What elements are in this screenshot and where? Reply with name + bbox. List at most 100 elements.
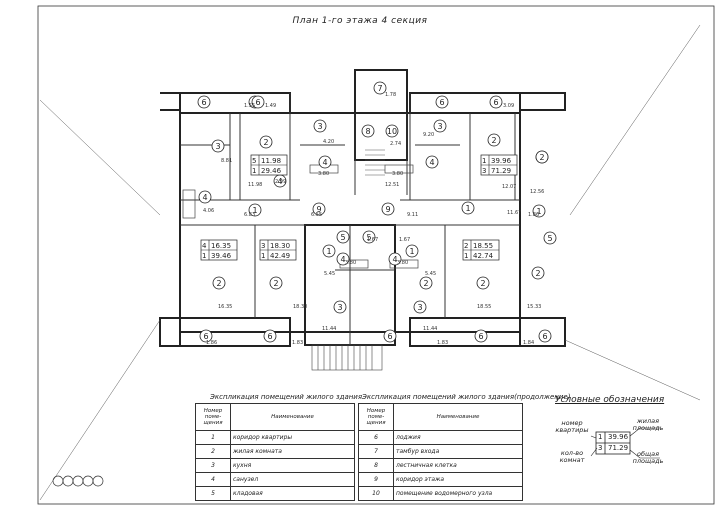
room-area-label: 9.20	[423, 132, 434, 138]
room-marker	[318, 155, 332, 169]
fixtures	[182, 164, 419, 269]
room-number: 1	[409, 247, 414, 256]
room-area-label: 1.83	[437, 340, 448, 346]
room-number: 2	[216, 279, 221, 288]
apartment-count: 1	[202, 252, 206, 260]
room-marker	[489, 95, 503, 109]
room-area-label: 3.80	[397, 260, 408, 266]
room-area-label: 1.55	[244, 103, 255, 109]
room-number: 8	[365, 127, 370, 136]
room-number: 6	[478, 332, 483, 341]
room-marker	[313, 119, 327, 133]
room-area-label: 18.55	[477, 304, 491, 310]
legend-apartment-number-label: номер квартиры	[555, 419, 589, 434]
room-area-label: 11.67	[507, 210, 521, 216]
room-number: 2	[480, 279, 485, 288]
room-marker	[425, 155, 439, 169]
room-marker	[419, 276, 433, 290]
room-area-label: 11.44	[322, 326, 336, 332]
guide-line	[39, 99, 161, 216]
room-number: 6	[387, 332, 392, 341]
col-header-num: Номер поме- щения	[358, 403, 394, 431]
room-number: 1	[326, 247, 331, 256]
room-marker	[435, 95, 449, 109]
room-area-label: 15.33	[527, 304, 541, 310]
apartment-count: 1	[261, 252, 265, 260]
room-marker	[212, 276, 226, 290]
room-marker	[259, 135, 273, 149]
room-number: 9	[385, 205, 390, 214]
stamp	[52, 475, 104, 487]
room-area-label: 11.98	[248, 182, 262, 188]
room-marker	[199, 329, 213, 343]
room-area-label: 9.11	[407, 212, 418, 218]
staircase	[365, 149, 385, 176]
guide-line	[564, 339, 701, 401]
room-marker	[336, 230, 350, 244]
room-area-label: 2.99	[275, 179, 286, 185]
apartment-live: 18.30	[270, 242, 290, 250]
room-number: 2	[491, 136, 496, 145]
room-number: 2	[273, 279, 278, 288]
room-number: 1	[252, 206, 257, 215]
apartment-live: 11.98	[261, 157, 281, 165]
room-area-label: 1.67	[367, 237, 378, 243]
room-area-label: 12.56	[530, 189, 544, 195]
apartment-total: 71.29	[491, 167, 511, 175]
room-marker	[476, 276, 490, 290]
room-marker	[487, 133, 501, 147]
room-number: 6	[201, 98, 206, 107]
room-area-label: 18.30	[293, 304, 307, 310]
room-marker	[263, 329, 277, 343]
room-area-label: 2.74	[390, 141, 401, 147]
room-number: 5	[547, 234, 552, 243]
room-marker	[535, 150, 549, 164]
room-number: 3	[437, 122, 442, 131]
room-area-label: 12.07	[502, 184, 516, 190]
room-marker	[383, 329, 397, 343]
apartment-rooms: 2	[464, 242, 468, 250]
room-marker	[269, 276, 283, 290]
room-marker	[361, 124, 375, 138]
room-area-label: 6.55	[311, 212, 322, 218]
exterior-walls	[159, 69, 566, 347]
room-area-label: 3.80	[345, 260, 356, 266]
legend-total-area-label: общая площадь	[632, 450, 664, 465]
room-number: 3	[215, 142, 220, 151]
apartment-rooms: 5	[252, 157, 256, 165]
apartment-live: 18.55	[473, 242, 493, 250]
apartment-live: 39.96	[491, 157, 512, 165]
apartment-total: 42.74	[473, 252, 494, 260]
room-number: 2	[535, 269, 540, 278]
room-marker	[413, 300, 427, 314]
room-area-label: 1.86	[528, 212, 539, 218]
apartment-total: 42.49	[270, 252, 290, 260]
room-marker	[333, 300, 347, 314]
room-area-label: 3.09	[503, 103, 514, 109]
room-number: 1	[536, 207, 541, 216]
room-marker	[405, 244, 419, 258]
legend-sample-apt-number: 1	[598, 433, 603, 441]
room-marker	[211, 139, 225, 153]
room-number: 4	[340, 255, 345, 264]
room-number: 6	[542, 332, 547, 341]
room-marker	[532, 204, 546, 218]
room-area-label: 5.45	[425, 271, 436, 277]
room-number: 6	[267, 332, 272, 341]
room-number: 5	[366, 233, 371, 242]
room-area-label: 8.81	[221, 158, 232, 164]
room-area-label: 1.78	[385, 92, 396, 98]
apartment-live: 16.35	[211, 242, 231, 250]
room-number: 1	[465, 204, 470, 213]
